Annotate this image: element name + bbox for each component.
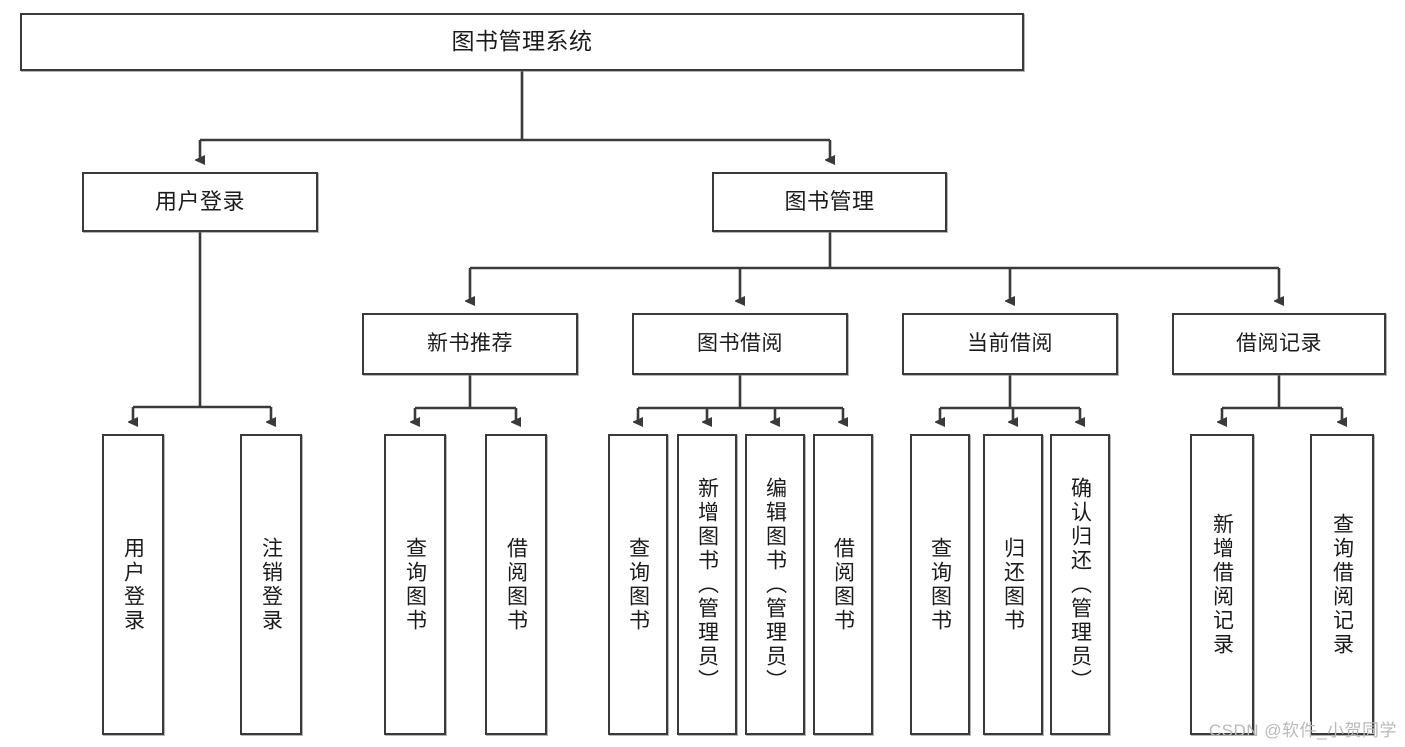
node-book-management-label: 图书管理 (784, 189, 875, 215)
leaf-user-login[interactable]: 用户登录 (102, 434, 164, 735)
leaf-borrow-book-new-label: 借阅图书 (504, 536, 528, 633)
leaf-confirm-return-admin-label: 确认归还（管理员） (1068, 476, 1092, 693)
node-new-book-recommend[interactable]: 新书推荐 (362, 313, 578, 375)
leaf-add-book-admin-label: 新增图书（管理员） (695, 476, 719, 693)
node-root[interactable]: 图书管理系统 (20, 13, 1024, 71)
node-borrow-record[interactable]: 借阅记录 (1172, 313, 1386, 375)
leaf-query-book-new[interactable]: 查询图书 (384, 434, 446, 735)
leaf-add-book-admin[interactable]: 新增图书（管理员） (677, 434, 737, 735)
node-current-borrow[interactable]: 当前借阅 (902, 313, 1118, 375)
leaf-logout-label: 注销登录 (259, 536, 283, 633)
node-user-login-label: 用户登录 (154, 189, 245, 215)
node-book-borrow[interactable]: 图书借阅 (632, 313, 848, 375)
leaf-logout[interactable]: 注销登录 (240, 434, 302, 735)
node-book-management[interactable]: 图书管理 (712, 172, 947, 232)
leaf-user-login-label: 用户登录 (121, 536, 145, 633)
leaf-query-book-borrow[interactable]: 查询图书 (608, 434, 668, 735)
node-root-label: 图书管理系统 (451, 28, 593, 55)
leaf-add-borrow-record-label: 新增借阅记录 (1210, 512, 1234, 657)
leaf-query-book-current[interactable]: 查询图书 (910, 434, 970, 735)
node-current-borrow-label: 当前借阅 (967, 331, 1053, 355)
leaf-query-borrow-record-label: 查询借阅记录 (1330, 512, 1354, 657)
leaf-edit-book-admin[interactable]: 编辑图书（管理员） (745, 434, 805, 735)
leaf-confirm-return-admin[interactable]: 确认归还（管理员） (1050, 434, 1110, 735)
node-new-book-recommend-label: 新书推荐 (427, 331, 513, 355)
leaf-return-book-label: 归还图书 (1001, 536, 1025, 633)
leaf-edit-book-admin-label: 编辑图书（管理员） (763, 476, 787, 693)
node-borrow-record-label: 借阅记录 (1236, 331, 1322, 355)
leaf-borrow-book-label: 借阅图书 (831, 536, 855, 633)
leaf-query-book-current-label: 查询图书 (928, 536, 952, 633)
leaf-query-book-borrow-label: 查询图书 (626, 536, 650, 633)
node-user-login[interactable]: 用户登录 (82, 172, 318, 232)
leaf-return-book[interactable]: 归还图书 (983, 434, 1043, 735)
leaf-query-borrow-record[interactable]: 查询借阅记录 (1310, 434, 1374, 735)
leaf-borrow-book-new[interactable]: 借阅图书 (485, 434, 547, 735)
csdn-watermark: CSDN @软件_小贺同学 (1208, 721, 1397, 740)
leaf-query-book-new-label: 查询图书 (403, 536, 427, 633)
node-book-borrow-label: 图书借阅 (697, 331, 783, 355)
leaf-add-borrow-record[interactable]: 新增借阅记录 (1190, 434, 1254, 735)
leaf-borrow-book[interactable]: 借阅图书 (813, 434, 873, 735)
